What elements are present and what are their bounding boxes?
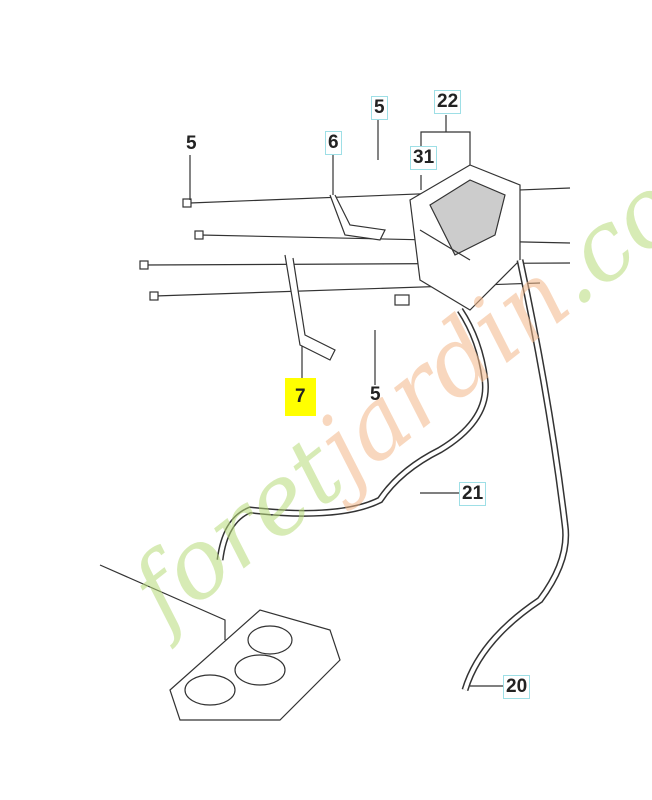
callout-31: 31 [410, 146, 438, 170]
callout-7-highlighted[interactable]: 7 [285, 378, 316, 416]
filter-housing [394, 164, 521, 311]
callout-20: 20 [503, 675, 531, 699]
callout-22: 22 [434, 90, 462, 114]
callout-6: 6 [325, 131, 342, 155]
fuel-tank [99, 564, 341, 721]
callout-5-c: 5 [370, 384, 381, 405]
callout-21: 21 [459, 482, 487, 506]
callout-5-a: 5 [186, 133, 197, 154]
callout-5-b: 5 [371, 96, 388, 120]
